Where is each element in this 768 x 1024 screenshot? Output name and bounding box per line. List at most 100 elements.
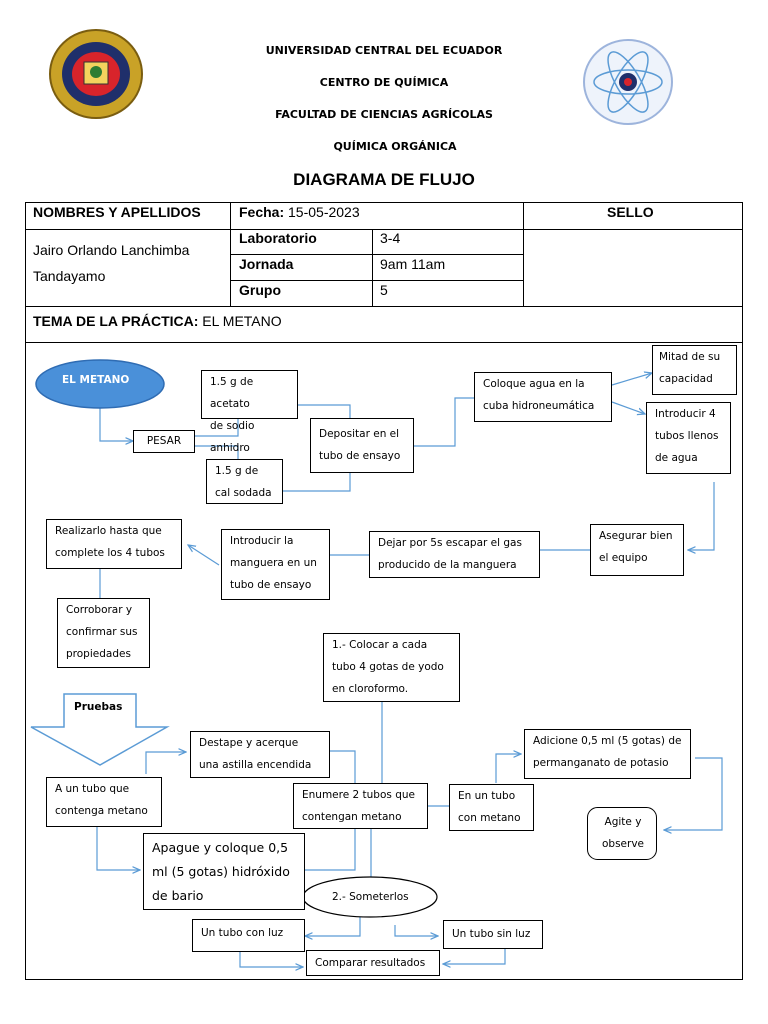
enuntubo-line1: En un tubo (458, 790, 516, 802)
tubos-line3: de agua (655, 452, 698, 464)
asegurar-line1: Asegurar bien (599, 530, 673, 542)
corroborar-line3: propiedades (66, 648, 131, 660)
apague-line2: ml (5 gotas) hidróxido (152, 864, 290, 879)
faculty-name: FACULTAD DE CIENCIAS AGRÍCOLAS (275, 108, 493, 121)
node-apague: Apague y coloque 0,5 ml (5 gotas) hidróx… (143, 833, 305, 910)
enumere-line1: Enumere 2 tubos que (302, 789, 415, 801)
node-someterlos: 2.- Someterlos (332, 891, 409, 903)
dejar-line1: Dejar por 5s escapar el gas (378, 537, 522, 549)
node-con-luz: Un tubo con luz (192, 919, 305, 952)
node-realizar: Realizarlo hasta que complete los 4 tubo… (46, 519, 182, 569)
mitad-line2: capacidad (659, 373, 713, 385)
dejar-line2: producido de la manguera (378, 559, 517, 571)
sello-label: SELLO (607, 204, 654, 220)
lab-value: 3-4 (380, 230, 401, 246)
tubos-line2: tubos llenos (655, 430, 719, 442)
enumere-line2: contengan metano (302, 811, 402, 823)
node-yodo: 1.- Colocar a cada tubo 4 gotas de yodo … (323, 633, 460, 702)
node-enumere: Enumere 2 tubos que contengan metano (293, 783, 428, 829)
pruebas-arrow-shape (30, 693, 170, 766)
grupo-label: Grupo (239, 282, 281, 298)
manguera-line3: tubo de ensayo (230, 579, 312, 591)
node-comparar: Comparar resultados (306, 950, 440, 976)
destape-line2: una astilla encendida (199, 759, 312, 771)
realizar-line1: Realizarlo hasta que (55, 525, 162, 537)
university-logo (48, 28, 144, 120)
apague-line1: Apague y coloque 0,5 (152, 840, 289, 855)
node-corroborar: Corroborar y confirmar sus propiedades (57, 598, 150, 668)
node-el-metano: EL METANO (62, 374, 130, 386)
lab-label: Laboratorio (239, 230, 317, 246)
apague-line3: de bario (152, 888, 204, 903)
student-name-line1: Jairo Orlando Lanchimba (33, 242, 190, 258)
node-destape: Destape y acerque una astilla encendida (190, 731, 330, 778)
untubo-line1: A un tubo que (55, 783, 130, 795)
course-name: QUÍMICA ORGÁNICA (333, 140, 457, 153)
node-cal: 1.5 g de cal sodada (206, 459, 283, 504)
chemistry-center-logo (580, 38, 676, 126)
grupo-value: 5 (380, 282, 388, 298)
node-depositar: Depositar en el tubo de ensayo (310, 418, 414, 473)
node-dejar: Dejar por 5s escapar el gas producido de… (369, 531, 540, 578)
node-en-un-tubo: En un tubo con metano (449, 784, 534, 831)
conluz-label: Un tubo con luz (201, 927, 284, 939)
node-agua: Coloque agua en la cuba hidroneumática (474, 372, 612, 422)
node-a-un-tubo: A un tubo que contenga metano (46, 777, 162, 827)
pruebas-label: Pruebas (74, 701, 123, 713)
tubos-line1: Introducir 4 (655, 408, 716, 420)
enuntubo-line2: con metano (458, 812, 521, 824)
node-acetato: 1.5 g de acetato de sodio anhidro (201, 370, 298, 454)
mitad-line1: Mitad de su (659, 351, 721, 363)
yodo-line1: 1.- Colocar a cada (332, 639, 428, 651)
depositar-line2: tubo de ensayo (319, 450, 401, 462)
node-manguera: Introducir la manguera en un tubo de ens… (221, 529, 330, 600)
yodo-line2: tubo 4 gotas de yodo (332, 661, 444, 673)
node-tubos: Introducir 4 tubos llenos de agua (646, 402, 731, 474)
manguera-line1: Introducir la (230, 535, 294, 547)
university-name: UNIVERSIDAD CENTRAL DEL ECUADOR (265, 44, 503, 57)
tema-field: TEMA DE LA PRÁCTICA: EL METANO (33, 313, 282, 329)
jornada-value: 9am 11am (380, 256, 446, 272)
agua-line1: Coloque agua en la (483, 378, 585, 390)
depositar-line1: Depositar en el (319, 428, 400, 440)
tema-value: EL METANO (202, 313, 282, 329)
jornada-label: Jornada (239, 256, 294, 272)
node-adicione: Adicione 0,5 ml (5 gotas) de permanganat… (524, 729, 691, 779)
node-mitad: Mitad de su capacidad (652, 345, 737, 395)
yodo-line3: en cloroformo. (332, 683, 409, 695)
agite-line2: observe (601, 838, 644, 850)
corroborar-line1: Corroborar y (66, 604, 133, 616)
student-name-line2: Tandayamo (33, 268, 106, 284)
fecha-field: Fecha: 15-05-2023 (239, 204, 360, 220)
agua-line2: cuba hidroneumática (483, 400, 595, 412)
acetato-line2: de sodio anhidro (210, 420, 255, 454)
node-asegurar: Asegurar bien el equipo (590, 524, 684, 576)
adicione-line1: Adicione 0,5 ml (5 gotas) de (533, 735, 682, 747)
fecha-label: Fecha: (239, 204, 285, 220)
cal-line1: 1.5 g de (215, 465, 259, 477)
sinluz-label: Un tubo sin luz (452, 928, 531, 940)
node-pesar: PESAR (133, 430, 195, 453)
fecha-value: 15-05-2023 (288, 204, 360, 220)
adicione-line2: permanganato de potasio (533, 757, 669, 769)
node-agite: Agite y observe (600, 811, 646, 855)
center-name: CENTRO DE QUÍMICA (319, 76, 449, 89)
asegurar-line2: el equipo (599, 552, 648, 564)
names-label: NOMBRES Y APELLIDOS (33, 204, 201, 220)
untubo-line2: contenga metano (55, 805, 148, 817)
corroborar-line2: confirmar sus (66, 626, 138, 638)
start-ellipse (35, 359, 165, 409)
agite-line1: Agite y (604, 816, 642, 828)
manguera-line2: manguera en un (230, 557, 317, 569)
realizar-line2: complete los 4 tubos (55, 547, 165, 559)
node-sin-luz: Un tubo sin luz (443, 920, 543, 949)
node-pesar-label: PESAR (146, 435, 182, 447)
tema-label: TEMA DE LA PRÁCTICA: (33, 313, 199, 329)
cal-line2: cal sodada (215, 487, 272, 499)
destape-line1: Destape y acerque (199, 737, 299, 749)
acetato-line1: 1.5 g de acetato (210, 376, 254, 410)
comparar-label: Comparar resultados (315, 957, 426, 969)
page-title: DIAGRAMA DE FLUJO (293, 170, 475, 189)
